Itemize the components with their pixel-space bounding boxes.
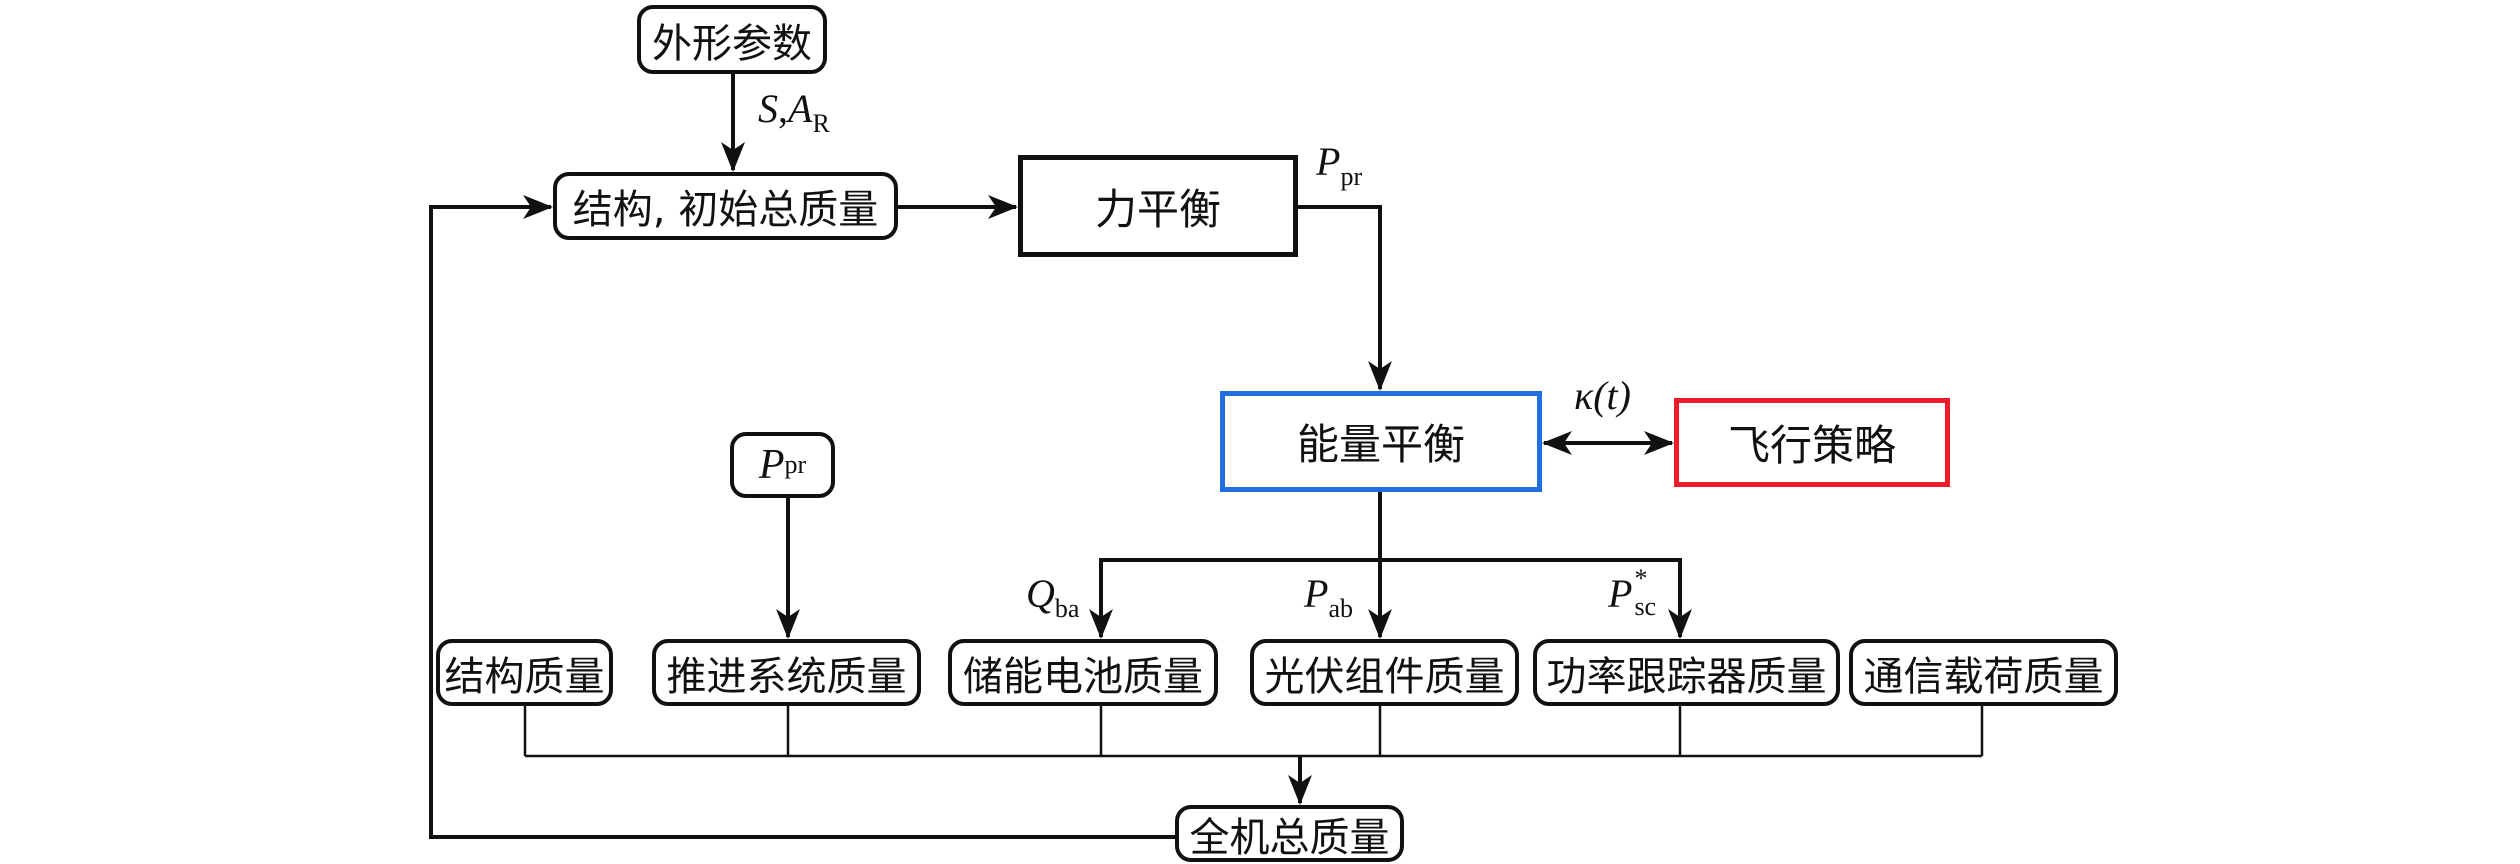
arrow-feedback-loop: [429, 195, 1175, 839]
label-kappa-symbol: κ: [1574, 373, 1594, 418]
label-ppr-symbol: P: [1316, 139, 1341, 184]
label-s-ar: S,AR: [758, 85, 830, 139]
node-tracker-mass[interactable]: 功率跟踪器质量: [1533, 639, 1840, 706]
node-energy-balance[interactable]: 能量平衡: [1220, 391, 1542, 492]
node-battery-mass[interactable]: 储能电池质量: [948, 639, 1218, 706]
node-force-balance[interactable]: 力平衡: [1018, 155, 1298, 257]
label-psc-symbol: P: [1608, 571, 1633, 616]
label-psc-star: P*sc: [1608, 564, 1666, 621]
label-qba: Qba: [1026, 570, 1079, 624]
label-s-symbol: S: [758, 86, 778, 131]
label-pab: Pab: [1304, 570, 1353, 624]
label-kappa-arg: (t): [1593, 373, 1631, 418]
label-comma: ,: [778, 86, 788, 131]
label-ppr-subscript: pr: [1340, 162, 1363, 191]
label-psc-superscript: *: [1634, 564, 1648, 593]
node-pv-mass[interactable]: 光伏组件质量: [1250, 639, 1519, 706]
label-qba-symbol: Q: [1026, 571, 1055, 616]
node-payload-mass[interactable]: 通信载荷质量: [1849, 639, 2118, 706]
label-psc-scripts: *sc: [1632, 564, 1666, 621]
label-a-symbol: A: [788, 86, 813, 131]
node-flight-strategy[interactable]: 飞行策略: [1674, 398, 1950, 487]
label-a-subscript: R: [812, 109, 830, 138]
node-propulsion-mass[interactable]: 推进系统质量: [652, 639, 921, 706]
label-qba-subscript: ba: [1054, 594, 1080, 623]
arrow-force-to-energy: [1298, 205, 1392, 391]
label-ppr-force: Ppr: [1316, 138, 1362, 192]
label-pab-subscript: ab: [1328, 594, 1353, 623]
node-structure-initial-mass[interactable]: 结构, 初始总质量: [553, 172, 898, 240]
label-psc-subscript: sc: [1634, 592, 1657, 621]
node-structure-mass[interactable]: 结构质量: [436, 639, 613, 706]
label-kappa-t: κ(t): [1574, 372, 1631, 419]
label-pab-symbol: P: [1304, 571, 1329, 616]
node-total-mass[interactable]: 全机总质量: [1175, 805, 1404, 862]
ppr-subscript: pr: [784, 450, 807, 479]
ppr-symbol: P: [758, 442, 785, 488]
node-shape-params[interactable]: 外形参数: [637, 5, 827, 74]
